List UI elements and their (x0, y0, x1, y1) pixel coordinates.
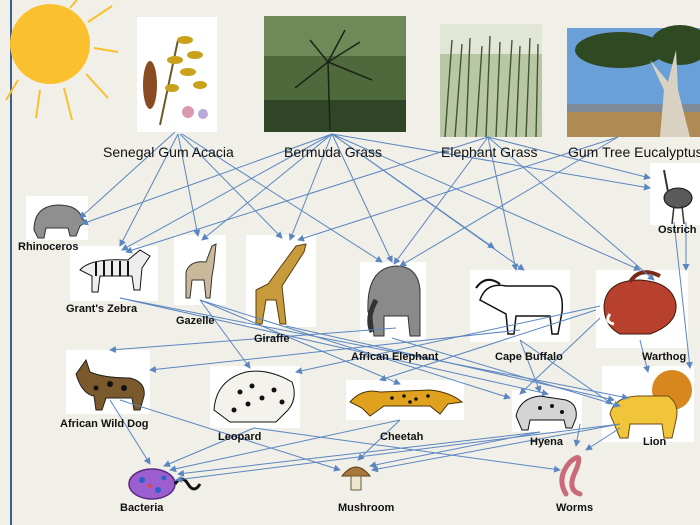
label-bacteria: Bacteria (120, 502, 164, 514)
elephant-image (360, 262, 426, 340)
arrow-acacia-rhino (79, 131, 176, 219)
arrow-buffalo-hyena (519, 339, 542, 393)
arrow-ostrich-lion (673, 221, 693, 369)
bacteria-image (128, 468, 202, 500)
hyena-image (512, 390, 582, 432)
arrow-warthog-cheetah (379, 309, 597, 382)
mushroom-image (340, 466, 372, 491)
cheetah-image (346, 380, 464, 420)
arrow-egrass-elephant (393, 136, 489, 265)
elephant-grass-image (440, 24, 542, 138)
label-eucalyptus: Gum Tree Eucalyptus (568, 144, 700, 160)
arrow-bermuda-gazelle (201, 133, 333, 241)
label-warthog: Warthog (642, 351, 686, 363)
warthog-image (596, 270, 688, 348)
giraffe-image (246, 235, 316, 327)
eucalyptus-image (567, 25, 700, 137)
arrow-acacia-elephant (181, 133, 383, 263)
arrow-egrass-buffalo (487, 136, 519, 271)
arrow-lion-bacteria (175, 423, 621, 483)
arrow-gazelle-cheetah (199, 299, 401, 385)
zebra-image (70, 246, 158, 301)
arrow-acacia-gazelle (177, 133, 201, 237)
label-acacia: Senegal Gum Acacia (103, 144, 234, 160)
arrow-zebra-lion (119, 297, 629, 401)
arrow-elephant-lion (391, 337, 621, 408)
arrow-eucalyptus-elephant (399, 136, 619, 267)
label-leopard: Leopard (218, 431, 261, 443)
arrow-gazelle-hyena (199, 299, 511, 400)
arrow-acacia-zebra (119, 133, 179, 247)
label-bermuda-grass: Bermuda Grass (284, 144, 382, 160)
leopard-image (210, 366, 300, 428)
arrow-bermuda-ostrich (331, 133, 651, 191)
arrow-hyena-bacteria (177, 431, 541, 477)
arrow-wilddog-bacteria (109, 399, 151, 465)
label-giraffe: Giraffe (254, 333, 289, 345)
arrow-bermuda-buffalo-2 (331, 133, 525, 271)
arrow-cheetah-bacteria (169, 419, 401, 473)
arrow-elephant-wilddog (109, 327, 397, 354)
label-hyena: Hyena (530, 436, 564, 448)
bermuda-grass-image (264, 16, 406, 132)
arrow-zebra-hyena (119, 297, 549, 397)
left-border-line (10, 0, 12, 525)
arrow-warthog-hyena (519, 317, 601, 395)
sun-icon (5, 0, 119, 121)
label-cape-buffalo: Cape Buffalo (495, 351, 563, 363)
ostrich-image (650, 163, 700, 225)
label-rhinoceros: Rhinoceros (18, 241, 79, 253)
arrow-egrass-ostrich (487, 136, 651, 180)
arrow-eucalyptus-giraffe (297, 136, 619, 242)
label-wild-dog: African Wild Dog (60, 418, 149, 430)
label-cheetah: Cheetah (380, 431, 424, 443)
label-gazelle: Gazelle (176, 315, 215, 327)
arrow-gazelle-leopard (199, 299, 251, 369)
arrow-warthog-lion (639, 339, 650, 373)
label-ostrich: Ostrich (658, 224, 697, 236)
worms-image (559, 455, 583, 497)
label-worms: Worms (556, 502, 593, 514)
arrow-bermuda-giraffe (288, 133, 333, 241)
arrow-hyena-worms (573, 423, 581, 447)
arrow-leopard-worms (253, 427, 561, 473)
arrow-acacia-giraffe (179, 133, 283, 239)
arrow-warthog-leopard (295, 305, 601, 375)
arrow-egrass-warthog (487, 136, 655, 281)
arrow-leopard-bacteria (163, 427, 255, 467)
acacia-image (137, 17, 217, 132)
label-elephant: African Elephant (351, 351, 439, 363)
arrow-cheetah-mushroom (357, 419, 401, 461)
arrow-wilddog-mushroom (119, 399, 341, 472)
arrow-bermuda-zebra (121, 133, 333, 251)
label-lion: Lion (643, 436, 666, 448)
rhinoceros-image (26, 196, 88, 240)
label-mushroom: Mushroom (338, 502, 394, 514)
energy-flow-arrows (79, 131, 693, 483)
arrow-bermuda-elephant (331, 133, 393, 263)
gazelle-image (174, 235, 226, 305)
arrow-lion-worms (585, 427, 621, 451)
label-elephant-grass: Elephant Grass (441, 144, 538, 160)
arrow-bermuda-warthog (331, 133, 641, 271)
arrow-buffalo-lion (519, 339, 613, 405)
arrow-bermuda-rhino (81, 133, 333, 226)
arrow-egrass-zebra (125, 136, 489, 254)
label-zebra: Grant's Zebra (66, 303, 138, 315)
wild-dog-image (66, 350, 150, 414)
